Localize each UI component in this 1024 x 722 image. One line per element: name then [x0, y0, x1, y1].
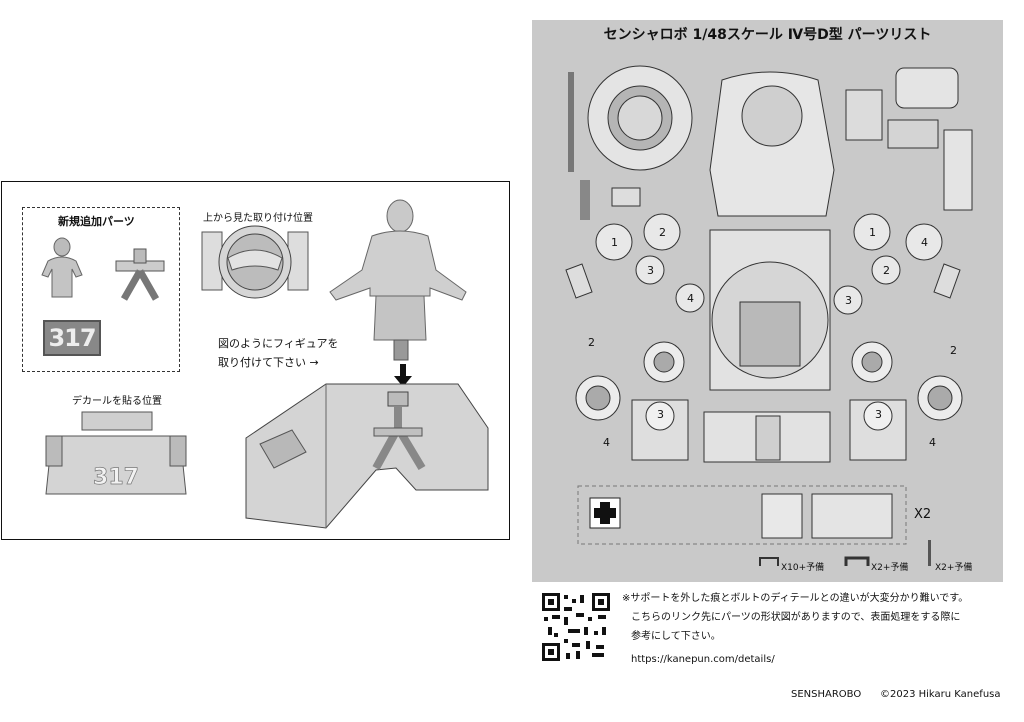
part-number: 1 — [611, 236, 618, 249]
qr-code[interactable] — [540, 591, 612, 663]
part-number: 4 — [929, 436, 936, 449]
spare-label: X2+予備 — [935, 563, 973, 573]
part-number: 3 — [845, 294, 852, 307]
turret-cutaway-drawing — [245, 383, 489, 529]
part-number: 4 — [687, 292, 694, 305]
part-number: 2 — [588, 336, 595, 349]
top-view-label: 上から見た取り付け位置 — [203, 213, 313, 224]
part-number: 4 — [921, 236, 928, 249]
decal-sticker: 317 — [43, 320, 101, 356]
spare-label: X2+予備 — [871, 563, 909, 573]
soldier-figure-drawing — [329, 199, 467, 361]
note-line-1: ※サポートを外した痕とボルトのディテールとの違いが大変分かり難いです。 — [622, 593, 969, 604]
part-number: 3 — [875, 408, 882, 421]
decal-number: 317 — [48, 324, 96, 352]
top-view-drawing — [201, 225, 309, 299]
multiplier-label: X2 — [914, 507, 932, 522]
new-parts-title: 新規追加パーツ — [58, 215, 135, 228]
footer-copyright: ©2023 Hikaru Kanefusa — [880, 689, 1001, 700]
part-number: 2 — [950, 344, 957, 357]
spare-label: X10+予備 — [781, 563, 825, 573]
part-number: 1 — [869, 226, 876, 239]
arrow-down-icon — [394, 364, 412, 387]
hull-number: 317 — [93, 465, 139, 490]
part-number: 2 — [659, 226, 666, 239]
part-number: 3 — [657, 408, 664, 421]
note-line-3: 参考にして下さい。 — [631, 631, 721, 642]
parts-sprue-drawing — [565, 65, 973, 566]
details-link[interactable]: https://kanepun.com/details/ — [631, 654, 775, 665]
instruction-line-1: 図のようにフィギュアを — [218, 337, 339, 350]
turret-rear-drawing: 317 — [45, 411, 187, 495]
part-number: 2 — [883, 264, 890, 277]
new-parts-box — [22, 207, 180, 372]
part-number: 4 — [603, 436, 610, 449]
mount-part-drawing — [115, 248, 165, 301]
part-number: 3 — [647, 264, 654, 277]
footer-brand: SENSHAROBO — [791, 689, 862, 700]
instruction-line-2: 取り付けて下さい → — [218, 356, 319, 369]
note-line-2: こちらのリンク先にパーツの形状図がありますので、表面処理をする際に — [631, 612, 961, 623]
sheet-title: センシャロボ 1/48スケール Ⅳ号D型 パーツリスト — [603, 27, 932, 43]
figure-part-drawing — [41, 237, 83, 298]
decal-position-label: デカールを貼る位置 — [72, 396, 162, 407]
